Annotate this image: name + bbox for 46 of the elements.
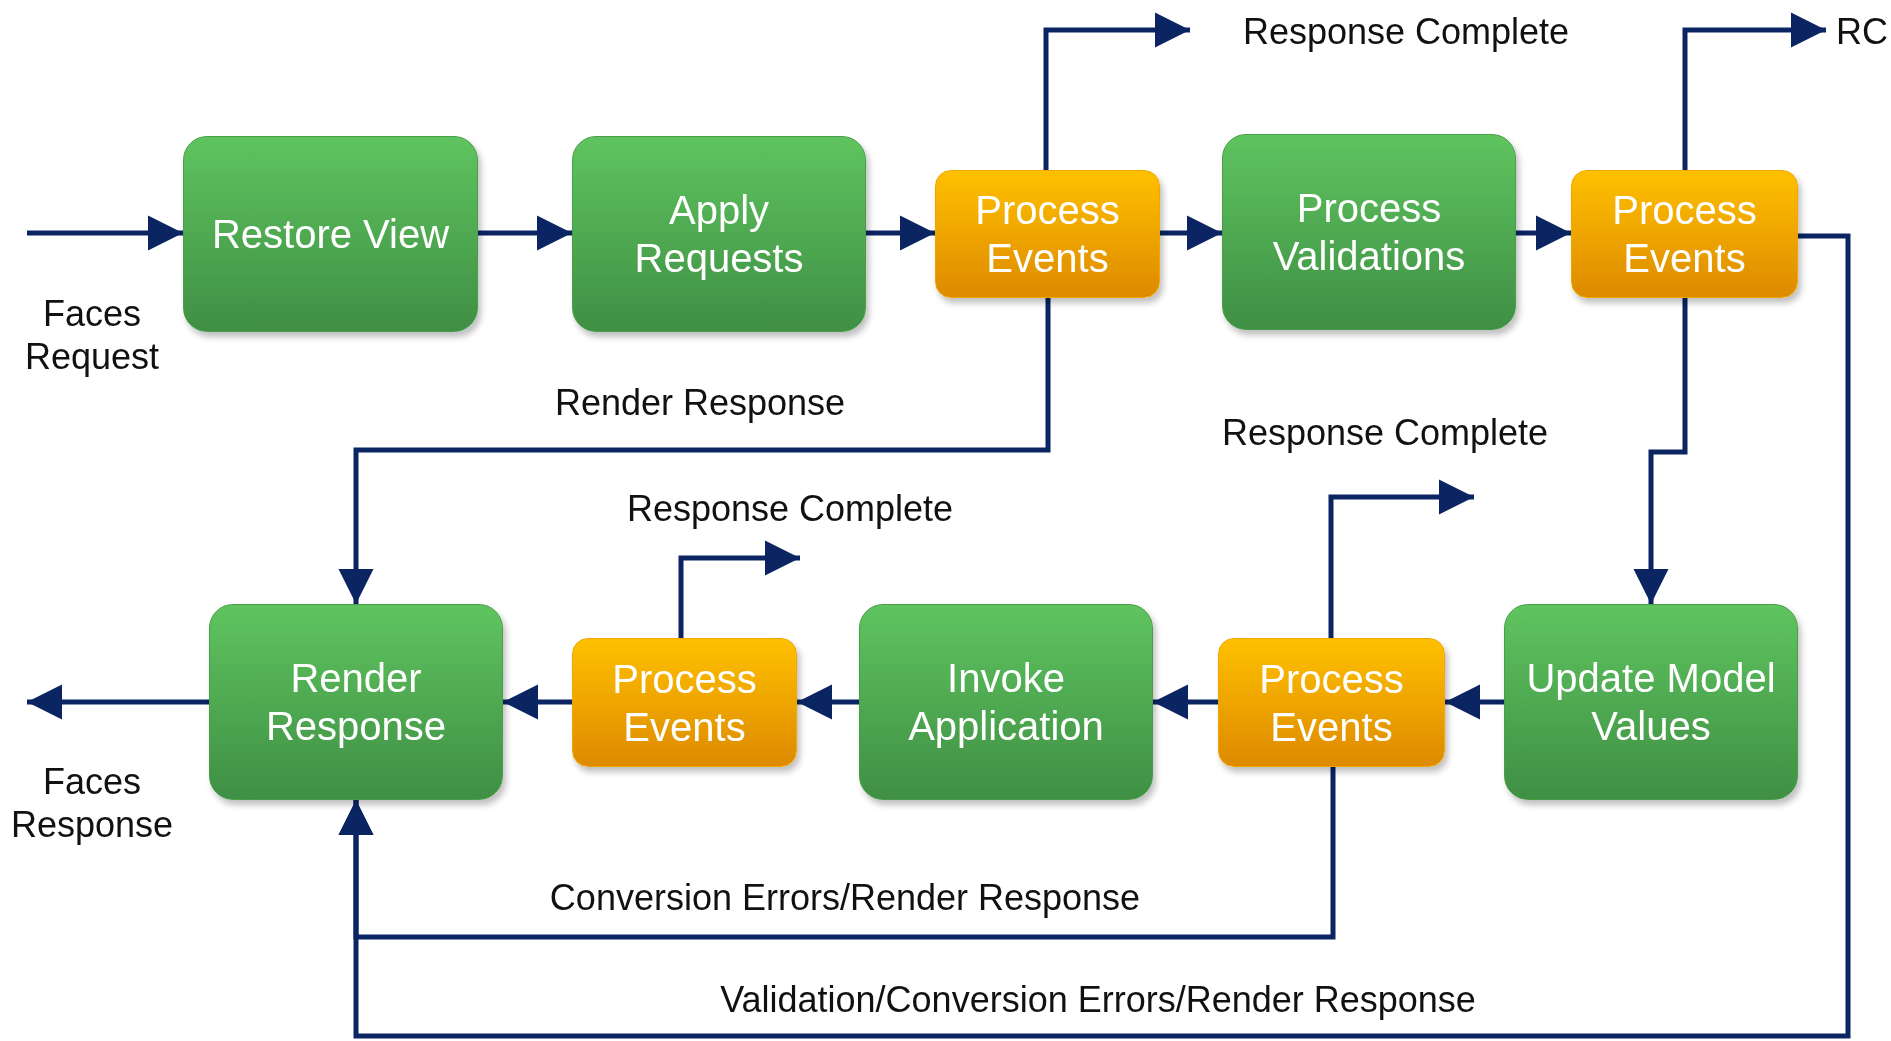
event-box bbox=[1218, 638, 1445, 767]
flow-label: Faces Response bbox=[9, 759, 175, 847]
edge-label: Response Complete bbox=[1221, 411, 1549, 455]
box-label: Invoke Application bbox=[907, 655, 1105, 750]
arrow bbox=[1516, 215, 1571, 251]
arrow bbox=[478, 215, 572, 251]
box-label: Render Response bbox=[264, 655, 448, 750]
phase-box bbox=[1504, 604, 1798, 800]
box-label: Process Events bbox=[1611, 187, 1758, 282]
box-label: Process Events bbox=[1258, 655, 1405, 751]
phase-box bbox=[572, 136, 866, 332]
box-label: Restore View bbox=[211, 211, 450, 258]
arrow bbox=[1445, 684, 1504, 720]
arrow bbox=[1153, 684, 1218, 720]
box-label: Apply Requests bbox=[633, 187, 805, 282]
edge-label: Validation/Conversion Errors/Render Response bbox=[720, 978, 1476, 1022]
arrow bbox=[27, 215, 183, 251]
event-box bbox=[935, 170, 1160, 298]
arrow bbox=[338, 298, 1051, 604]
phase-box bbox=[209, 604, 503, 800]
edge-label: Response Complete bbox=[626, 487, 954, 531]
edge-label: Response Complete bbox=[1242, 10, 1570, 54]
box-label: Update Model Values bbox=[1525, 655, 1777, 750]
flow-label: Faces Request bbox=[23, 291, 161, 379]
edge-label: RC bbox=[1836, 10, 1888, 54]
phase-box bbox=[183, 136, 478, 332]
box-label: Process Validations bbox=[1271, 185, 1467, 280]
arrow bbox=[503, 684, 572, 720]
arrow bbox=[338, 233, 1851, 1039]
arrow bbox=[1633, 298, 1688, 604]
edge-label: Render Response bbox=[554, 381, 846, 425]
event-box bbox=[572, 638, 797, 767]
arrow bbox=[797, 684, 859, 720]
phase-box bbox=[1222, 134, 1516, 330]
arrow bbox=[1682, 12, 1826, 170]
box-label: Process Events bbox=[611, 655, 758, 751]
event-box bbox=[1571, 170, 1798, 298]
arrow bbox=[1043, 12, 1190, 170]
arrow bbox=[1328, 479, 1474, 638]
edge-label: Conversion Errors/Render Response bbox=[549, 876, 1141, 920]
box-label: Process Events bbox=[974, 187, 1121, 282]
arrow bbox=[866, 215, 935, 251]
arrow bbox=[1160, 215, 1222, 251]
arrow bbox=[27, 684, 209, 720]
arrow bbox=[678, 540, 800, 638]
phase-box bbox=[859, 604, 1153, 800]
